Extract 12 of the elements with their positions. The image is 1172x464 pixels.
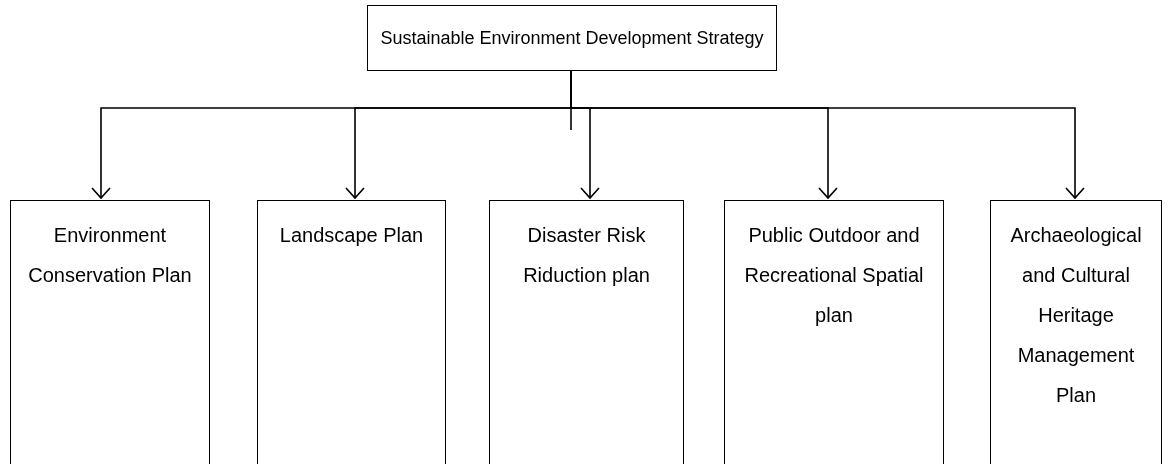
box-label: Landscape Plan (279, 223, 424, 248)
plan-box (10, 200, 210, 464)
box-label: Archaeological and Cultural Heritage Management Plan (1009, 223, 1143, 408)
box-label: Disaster Risk Riduction plan (522, 223, 651, 288)
plan-box (724, 200, 944, 464)
box-label: Sustainable Environment Development Strategy (380, 27, 764, 50)
strategy-box (367, 5, 777, 71)
box-label: Public Outdoor and Recreational Spatial plan (743, 223, 925, 328)
plan-box (990, 200, 1162, 464)
box-label: Environment Conservation Plan (27, 223, 193, 288)
plan-box (257, 200, 446, 464)
plan-box (489, 200, 684, 464)
